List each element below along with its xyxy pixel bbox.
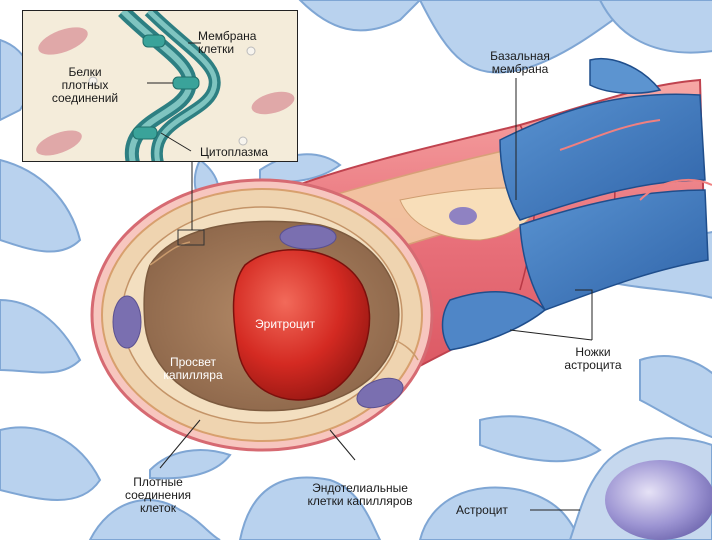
label-erythrocyte: Эритроцит [255,317,315,331]
label-tight-junctions: Плотные соединения клеток [108,476,208,515]
label-endothelial-line2: клетки капилляров [307,494,413,508]
label-astrocyte-feet: Ножки астроцита [548,346,638,372]
inset-illustration [36,11,295,161]
label-membrane: Мембрана клетки [198,30,256,56]
label-tight-junctions-line3: клеток [140,501,176,515]
nucleus [356,377,404,409]
label-endothelial: Эндотелиальные клетки капилляров [280,482,440,508]
label-endothelial-line1: Эндотелиальные [312,481,408,495]
label-astrocyte: Астроцит [456,503,508,517]
nucleus [112,295,142,349]
label-lumen-line1: Просвет [170,355,216,369]
label-basal-membrane-line2: мембрана [491,62,549,76]
label-basal-membrane: Базальная мембрана [470,50,570,76]
label-cytoplasm: Цитоплазма [200,145,269,159]
astrocyte-cell [568,437,715,540]
label-astrocyte-feet-line2: астроцита [564,358,622,372]
right-edge-strip [712,0,720,540]
label-tight-proteins: Белки плотных соединений [40,66,130,105]
nucleus [279,224,337,250]
label-basal-membrane-line1: Базальная [490,49,550,63]
label-tight-proteins-line1: Белки [68,65,102,79]
label-tight-proteins-line3: соединений [51,91,119,105]
label-tight-junctions-line1: Плотные [133,475,183,489]
capillary-cross-section [90,178,434,452]
label-astrocyte-feet-line1: Ножки [575,345,611,359]
erythrocyte [232,249,371,401]
inset-marker [177,229,205,246]
label-tight-junctions-line2: соединения [124,488,192,502]
astrocyte-feet [441,58,713,351]
label-lumen: Просвет капилляра [148,356,238,382]
label-membrane-line2: клетки [198,42,235,56]
label-membrane-line1: Мембрана [198,29,257,43]
leader-lines [159,78,593,511]
label-lumen-line2: капилляра [163,368,223,382]
label-tight-proteins-line2: плотных [61,78,109,92]
membrane-inset [22,10,298,162]
